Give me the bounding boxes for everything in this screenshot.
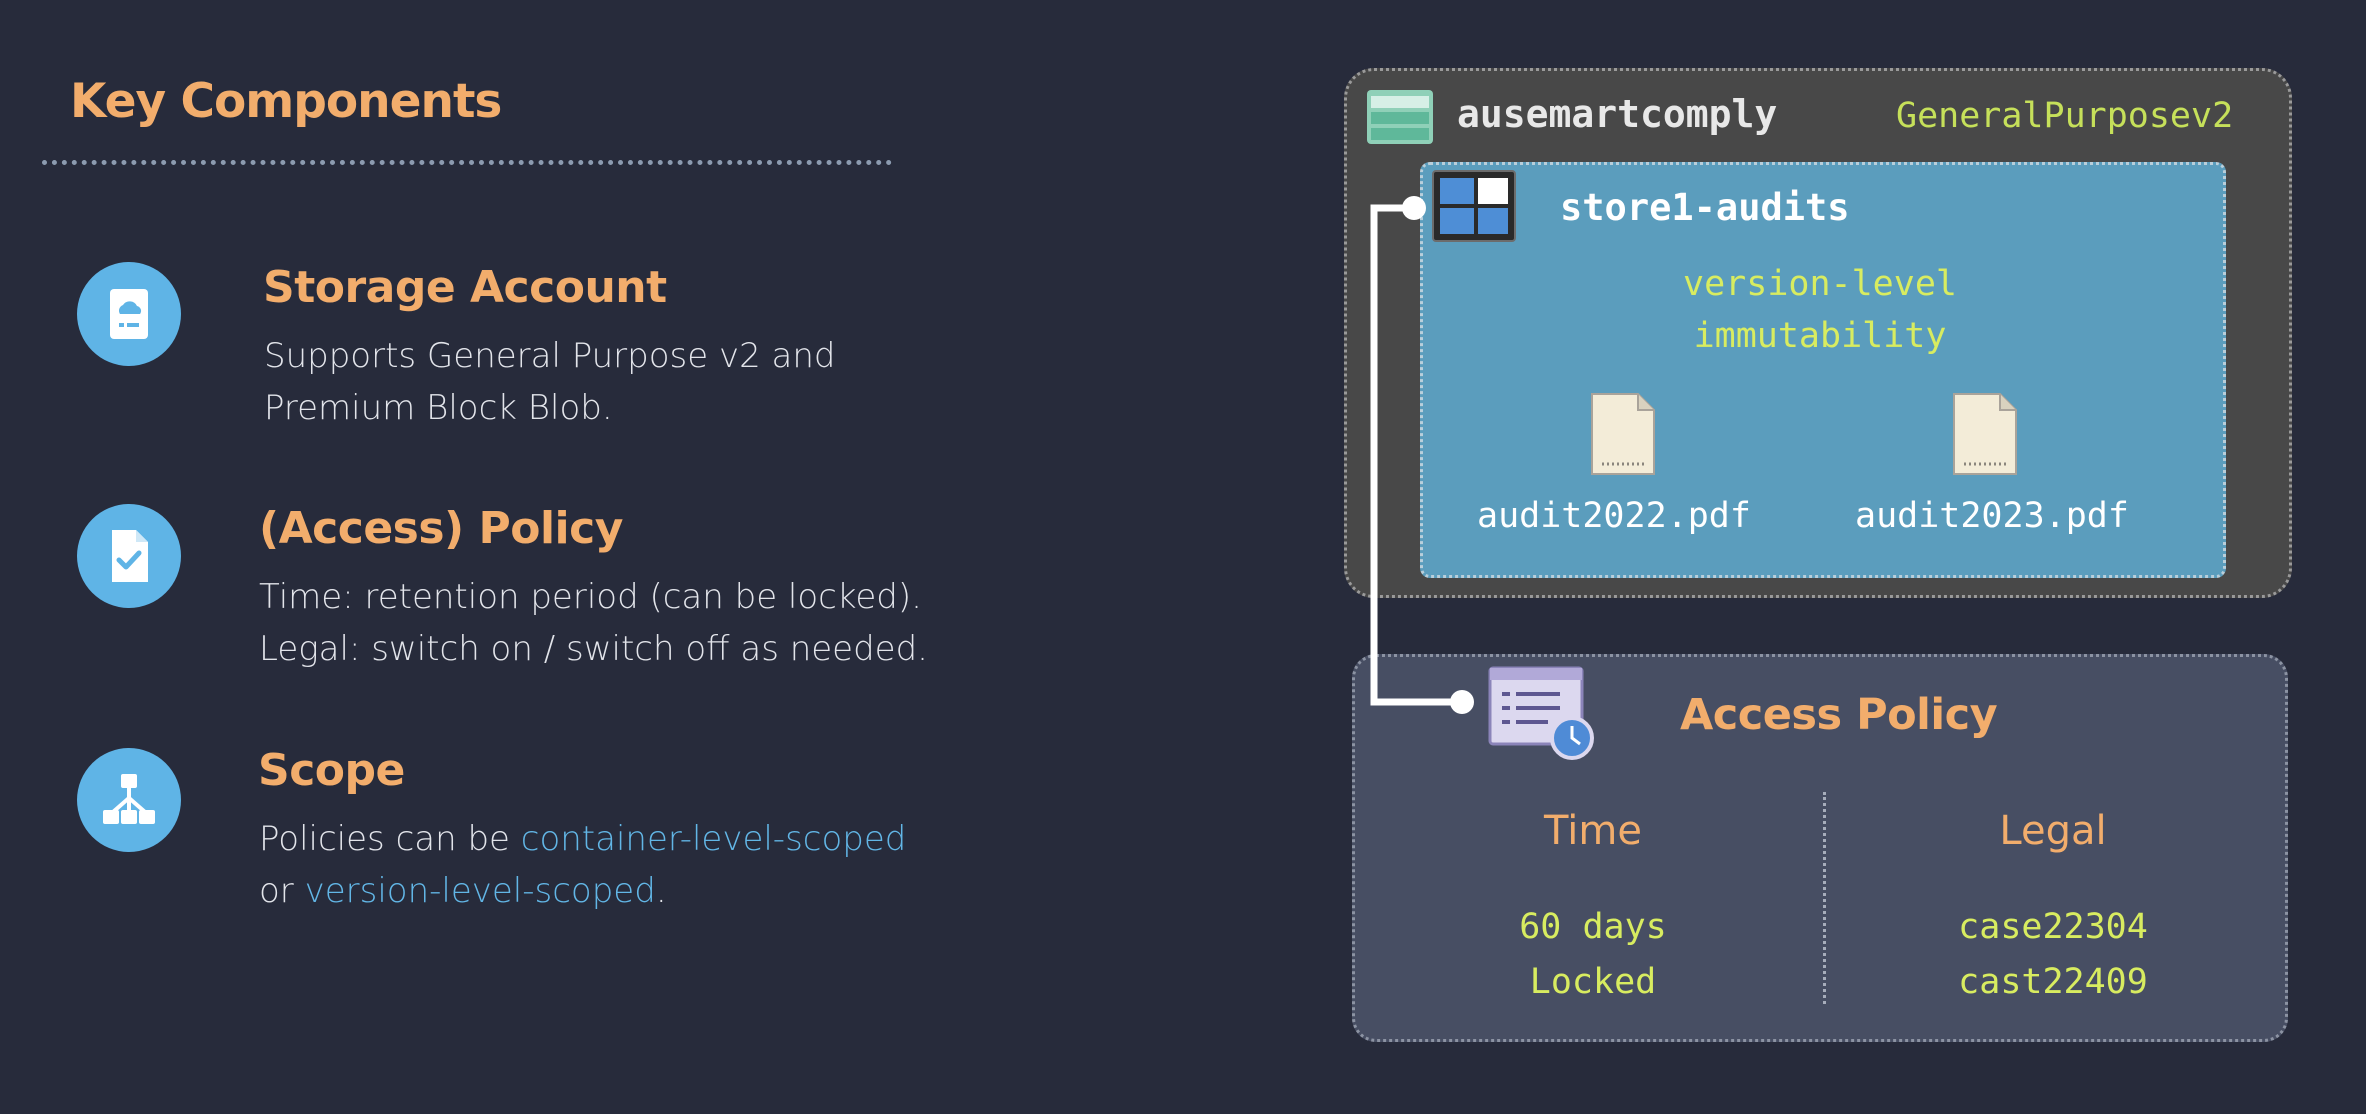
immutability-note-line-1: version-level [1683, 264, 1957, 304]
access-policy-description: Time: retention period (can be locked). … [259, 571, 928, 675]
scope-line-1-prefix: Policies can be [259, 819, 521, 859]
policy-document-icon [77, 504, 181, 608]
policy-connector-line [1370, 196, 1474, 714]
legal-hold-tag-1: case22304 [1958, 907, 2148, 947]
time-value-lock-state: Locked [1529, 962, 1657, 1002]
file-icon [1590, 392, 1656, 480]
scope-line-2: or version-level-scoped. [259, 865, 906, 917]
dotted-divider [42, 160, 892, 165]
scope-title: Scope [258, 745, 405, 796]
storage-account-line-2: Premium Block Blob. [264, 388, 613, 428]
time-value-retention: 60 days [1519, 907, 1667, 947]
version-level-scoped-term: version-level-scoped [304, 871, 656, 911]
scope-description: Policies can be container-level-scoped o… [259, 813, 906, 917]
scope-line-2-suffix: . [655, 871, 667, 911]
container-level-scoped-term: container-level-scoped [520, 819, 907, 859]
section-title: Key Components [70, 74, 502, 129]
storage-account-box-icon [1367, 90, 1433, 148]
scope-line-2-prefix: or [259, 871, 305, 911]
immutability-note: version-level immutability [1520, 258, 2120, 362]
container-box [1420, 162, 2226, 578]
legal-hold-tag-2: cast22409 [1958, 962, 2148, 1002]
access-policy-title: (Access) Policy [259, 503, 623, 554]
container-name: store1-audits [1560, 186, 1850, 229]
immutability-note-line-2: immutability [1693, 316, 1947, 356]
storage-account-line-1: Supports General Purpose v2 and [264, 336, 836, 376]
legal-header: Legal [1999, 808, 2107, 854]
file-icon [1952, 392, 2018, 480]
storage-account-title: Storage Account [263, 262, 667, 313]
access-policy-icon [1488, 666, 1596, 766]
storage-account-icon [77, 262, 181, 366]
time-values: 60 days Locked [1433, 900, 1753, 1010]
access-policy-line-1: Time: retention period (can be locked). [259, 577, 922, 617]
file-name: audit2022.pdf [1477, 496, 1751, 536]
storage-account-name: ausemartcomply [1457, 92, 1778, 136]
access-policy-line-2: Legal: switch on / switch off as needed. [259, 629, 928, 669]
storage-account-kind: GeneralPurposev2 [1896, 96, 2234, 136]
column-divider [1823, 792, 1826, 1004]
access-policy-title: Access Policy [1680, 690, 1998, 740]
scope-line-1: Policies can be container-level-scoped [259, 813, 906, 865]
time-header: Time [1544, 808, 1642, 854]
container-icon [1432, 170, 1516, 246]
hierarchy-icon [77, 748, 181, 852]
storage-account-description: Supports General Purpose v2 and Premium … [264, 330, 836, 434]
file-name: audit2023.pdf [1855, 496, 2129, 536]
legal-values: case22304 cast22409 [1893, 900, 2213, 1010]
